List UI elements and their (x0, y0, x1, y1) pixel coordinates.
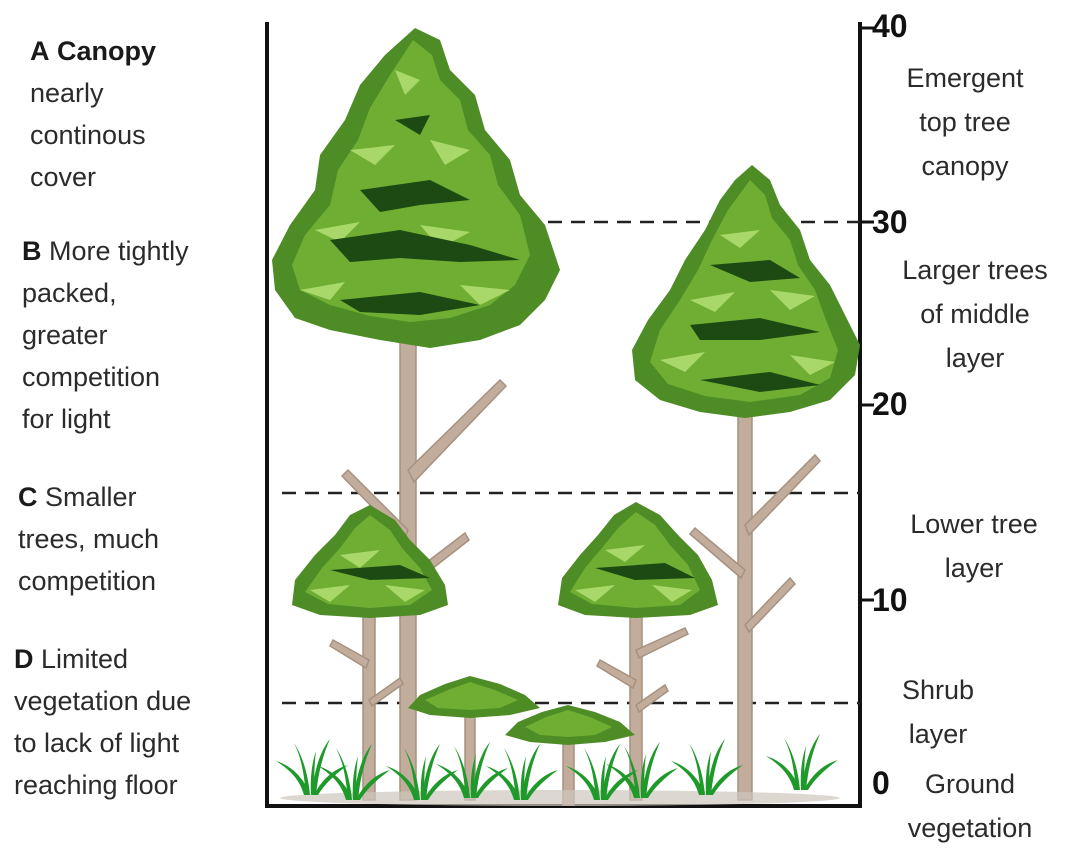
label-letter: C (18, 482, 38, 512)
label-c-lower: C Smaller trees, much competition (18, 476, 159, 602)
middle-layer-tree-crown (632, 165, 860, 418)
layer-label-lower: Lower tree layer (886, 502, 1062, 590)
layer-label-ground: Ground vegetation (880, 762, 1060, 850)
lower-layer-tree-crown-right (558, 502, 718, 618)
label-letter: B (22, 236, 42, 266)
label-a-canopy: A Canopy nearly continous cover (30, 30, 156, 198)
scale-tick-40: 40 (872, 8, 908, 45)
shrub-left (408, 676, 540, 718)
label-heading: Canopy (57, 36, 156, 66)
layer-label-middle: Larger trees of middle layer (880, 248, 1070, 380)
label-letter: A (30, 36, 50, 66)
layer-label-shrub: Shrub layer (880, 668, 996, 756)
scale-tick-30: 30 (872, 204, 908, 241)
label-text: Limited vegetation due to lack of light … (14, 644, 191, 800)
layer-label-emergent: Emergent top tree canopy (880, 56, 1050, 188)
label-text: More tightly packed, greater competition… (22, 236, 189, 434)
label-b-middle: B More tightly packed, greater competiti… (22, 230, 189, 440)
label-text: nearly continous cover (30, 78, 146, 192)
emergent-tree-crown (272, 28, 560, 348)
lower-layer-tree-crown-left (292, 505, 448, 618)
label-letter: D (14, 644, 34, 674)
label-d-ground: D Limited vegetation due to lack of ligh… (14, 638, 191, 806)
label-text: Smaller trees, much competition (18, 482, 159, 596)
scale-tick-20: 20 (872, 386, 908, 423)
